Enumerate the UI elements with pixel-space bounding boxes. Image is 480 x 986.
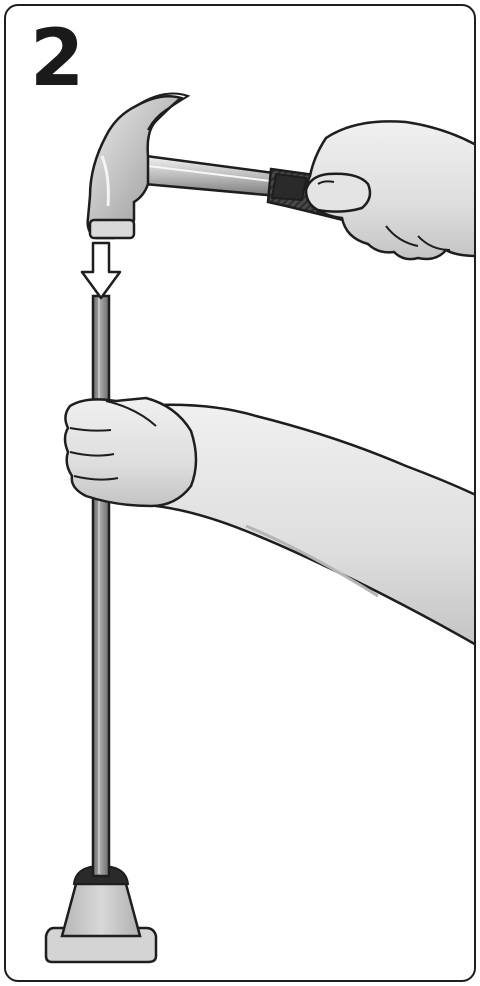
hand-icon: [65, 398, 196, 506]
step-illustration: [6, 6, 476, 982]
rubber-foot-icon: [46, 866, 156, 962]
hand-icon: [306, 121, 476, 259]
instruction-panel: 2: [4, 4, 476, 982]
down-arrow-icon: [82, 243, 120, 298]
rod-icon: [93, 296, 109, 876]
